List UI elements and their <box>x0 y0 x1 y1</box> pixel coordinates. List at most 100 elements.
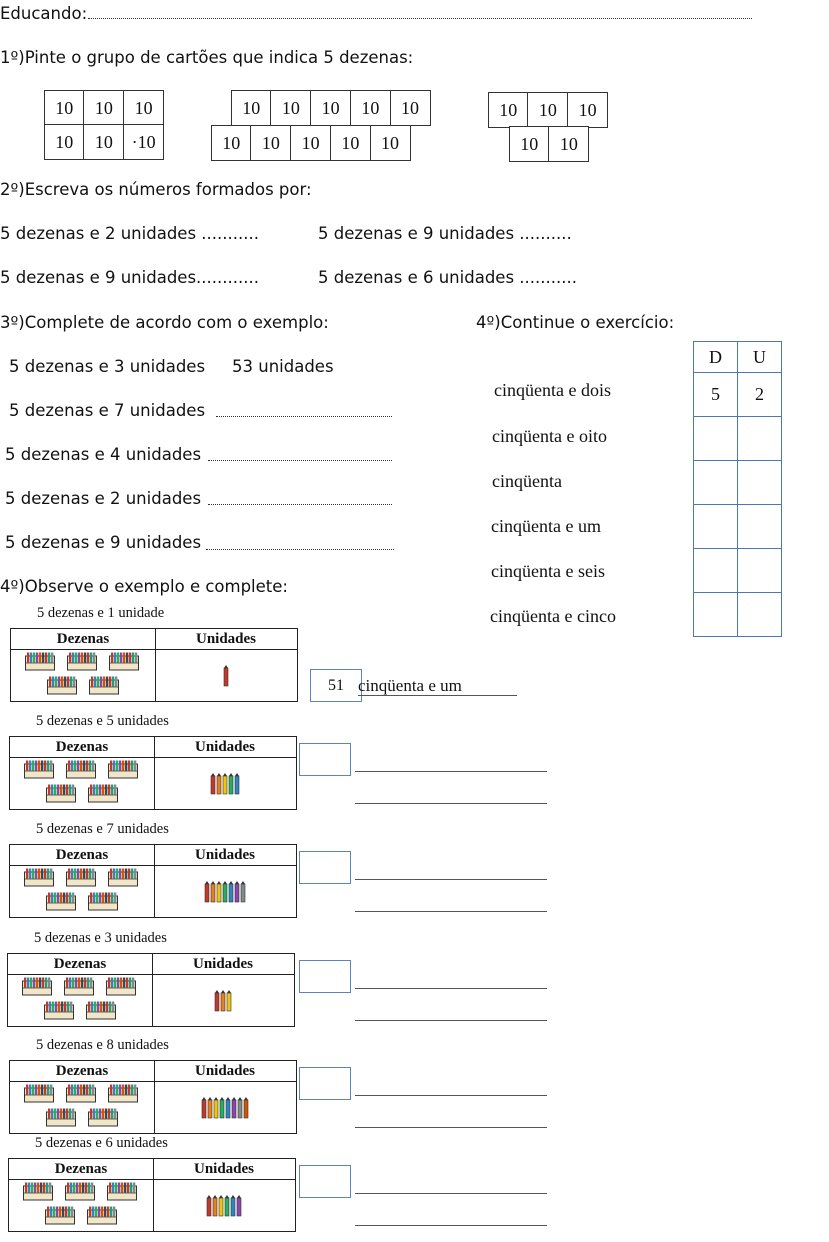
number-word: cinqüenta e cinco <box>490 606 616 626</box>
card: 10 <box>210 125 252 161</box>
tens-units-box: Dezenas Unidades <box>7 953 295 1027</box>
q3-example-left: 5 dezenas e 3 unidades <box>9 357 206 376</box>
answer-words-line[interactable] <box>355 803 547 804</box>
student-name-line[interactable] <box>88 18 752 19</box>
units-cell[interactable] <box>737 416 782 461</box>
card: 10 <box>389 90 431 126</box>
pencil-crate-icon <box>108 1084 138 1103</box>
units-cell[interactable] <box>737 548 782 593</box>
student-name-label: Educando: <box>0 4 88 23</box>
q2-item[interactable]: 5 dezenas e 2 unidades ........... <box>0 224 259 243</box>
tens-crates <box>17 652 151 698</box>
pencil-crate-icon <box>87 1206 117 1225</box>
tens-cell[interactable] <box>693 592 738 637</box>
q3-answer-line[interactable] <box>208 504 392 505</box>
box-divider <box>154 737 155 809</box>
answer-words-line[interactable] <box>355 879 547 880</box>
pencil-crate-icon <box>23 1182 53 1201</box>
card: ·10 <box>123 124 165 160</box>
tens-cell[interactable] <box>693 548 738 593</box>
block-caption: 5 dezenas e 6 unidades <box>35 1135 168 1151</box>
example-number: 51 <box>328 677 344 694</box>
q2-item[interactable]: 5 dezenas e 9 unidades............ <box>0 268 259 287</box>
card: 10 <box>369 125 411 161</box>
pencil-crate-icon <box>25 652 55 671</box>
unit-pencils <box>153 975 294 1026</box>
block-caption: 5 dezenas e 8 unidades <box>36 1037 169 1053</box>
q2-item[interactable]: 5 dezenas e 6 unidades ........... <box>318 268 577 287</box>
tens-header: D <box>693 341 738 373</box>
q3-item: 5 dezenas e 4 unidades <box>5 445 202 464</box>
q3-item: 5 dezenas e 2 unidades <box>5 489 202 508</box>
tens-cell[interactable] <box>693 460 738 505</box>
card-group-1-bottom[interactable]: 10 10 ·10 <box>43 124 165 160</box>
pencil-crate-icon <box>24 760 54 779</box>
q3-answer-line[interactable] <box>206 549 394 550</box>
answer-words-line[interactable] <box>355 771 547 772</box>
answer-words-line[interactable] <box>355 1095 547 1096</box>
answer-number-box[interactable] <box>299 851 351 884</box>
example-number-box: 51 <box>310 669 362 702</box>
card-group-3-top[interactable]: 10 10 10 <box>487 92 609 128</box>
tens-units-table: D U 5 2 <box>693 341 782 637</box>
card-group-2-top[interactable]: 10 10 10 10 10 <box>230 90 431 126</box>
q3-example-right: 53 unidades <box>232 357 334 376</box>
box-header: Dezenas Unidades <box>8 954 294 975</box>
tens-header: Dezenas <box>55 739 109 755</box>
units-cell: 2 <box>737 372 782 417</box>
answer-words-line[interactable] <box>355 1127 547 1128</box>
answer-words-line[interactable] <box>355 1193 547 1194</box>
q2-item[interactable]: 5 dezenas e 9 unidades .......... <box>318 224 572 243</box>
tens-cell[interactable] <box>693 416 738 461</box>
box-divider <box>153 1159 154 1231</box>
card: 10 <box>270 90 312 126</box>
units-cell[interactable] <box>737 592 782 637</box>
pencil-crate-icon <box>108 868 138 887</box>
answer-words-line[interactable] <box>355 1020 547 1021</box>
pencil-crate-icon <box>46 892 76 911</box>
units-cell[interactable] <box>737 460 782 505</box>
units-header: Unidades <box>193 1161 255 1177</box>
units-header: Unidades <box>192 956 254 972</box>
example-words: cinqüenta e um <box>358 676 462 695</box>
q3-answer-line[interactable] <box>208 460 392 461</box>
units-cell[interactable] <box>737 504 782 549</box>
card: 10 <box>349 90 391 126</box>
card: 10 <box>567 92 609 128</box>
tens-header: Dezenas <box>53 956 107 972</box>
pencil-crate-icon <box>88 892 118 911</box>
pencil-crate-icon <box>24 1084 54 1103</box>
q3-answer-line[interactable] <box>216 416 392 417</box>
unit-pencils <box>155 866 296 917</box>
number-word: cinqüenta e um <box>491 516 601 536</box>
tens-cell: 5 <box>693 372 738 417</box>
tens-crates <box>16 868 150 914</box>
card-group-3-bottom[interactable]: 10 10 <box>508 126 590 162</box>
pencil-crate-icon <box>22 977 52 996</box>
answer-number-box[interactable] <box>299 960 351 993</box>
answer-words-line[interactable] <box>355 1225 547 1226</box>
tens-crates <box>16 1084 150 1130</box>
answer-number-box[interactable] <box>299 1165 351 1198</box>
card-group-1-top[interactable]: 10 10 10 <box>43 90 165 126</box>
card: 10 <box>43 90 85 126</box>
answer-words-line[interactable] <box>355 988 547 989</box>
pencil-crate-icon <box>66 760 96 779</box>
box-divider <box>152 954 153 1026</box>
card-group-2-bottom[interactable]: 10 10 10 10 10 <box>210 125 411 161</box>
tens-cell[interactable] <box>693 504 738 549</box>
block-caption: 5 dezenas e 7 unidades <box>36 821 169 837</box>
pencil-crate-icon <box>47 676 77 695</box>
answer-number-box[interactable] <box>299 1067 351 1100</box>
answer-words-line[interactable] <box>355 911 547 912</box>
card: 10 <box>548 126 590 162</box>
number-word: cinqüenta e seis <box>491 561 605 581</box>
card: 10 <box>250 125 292 161</box>
pencil-crate-icon <box>86 1001 116 1020</box>
answer-number-box[interactable] <box>299 743 351 776</box>
